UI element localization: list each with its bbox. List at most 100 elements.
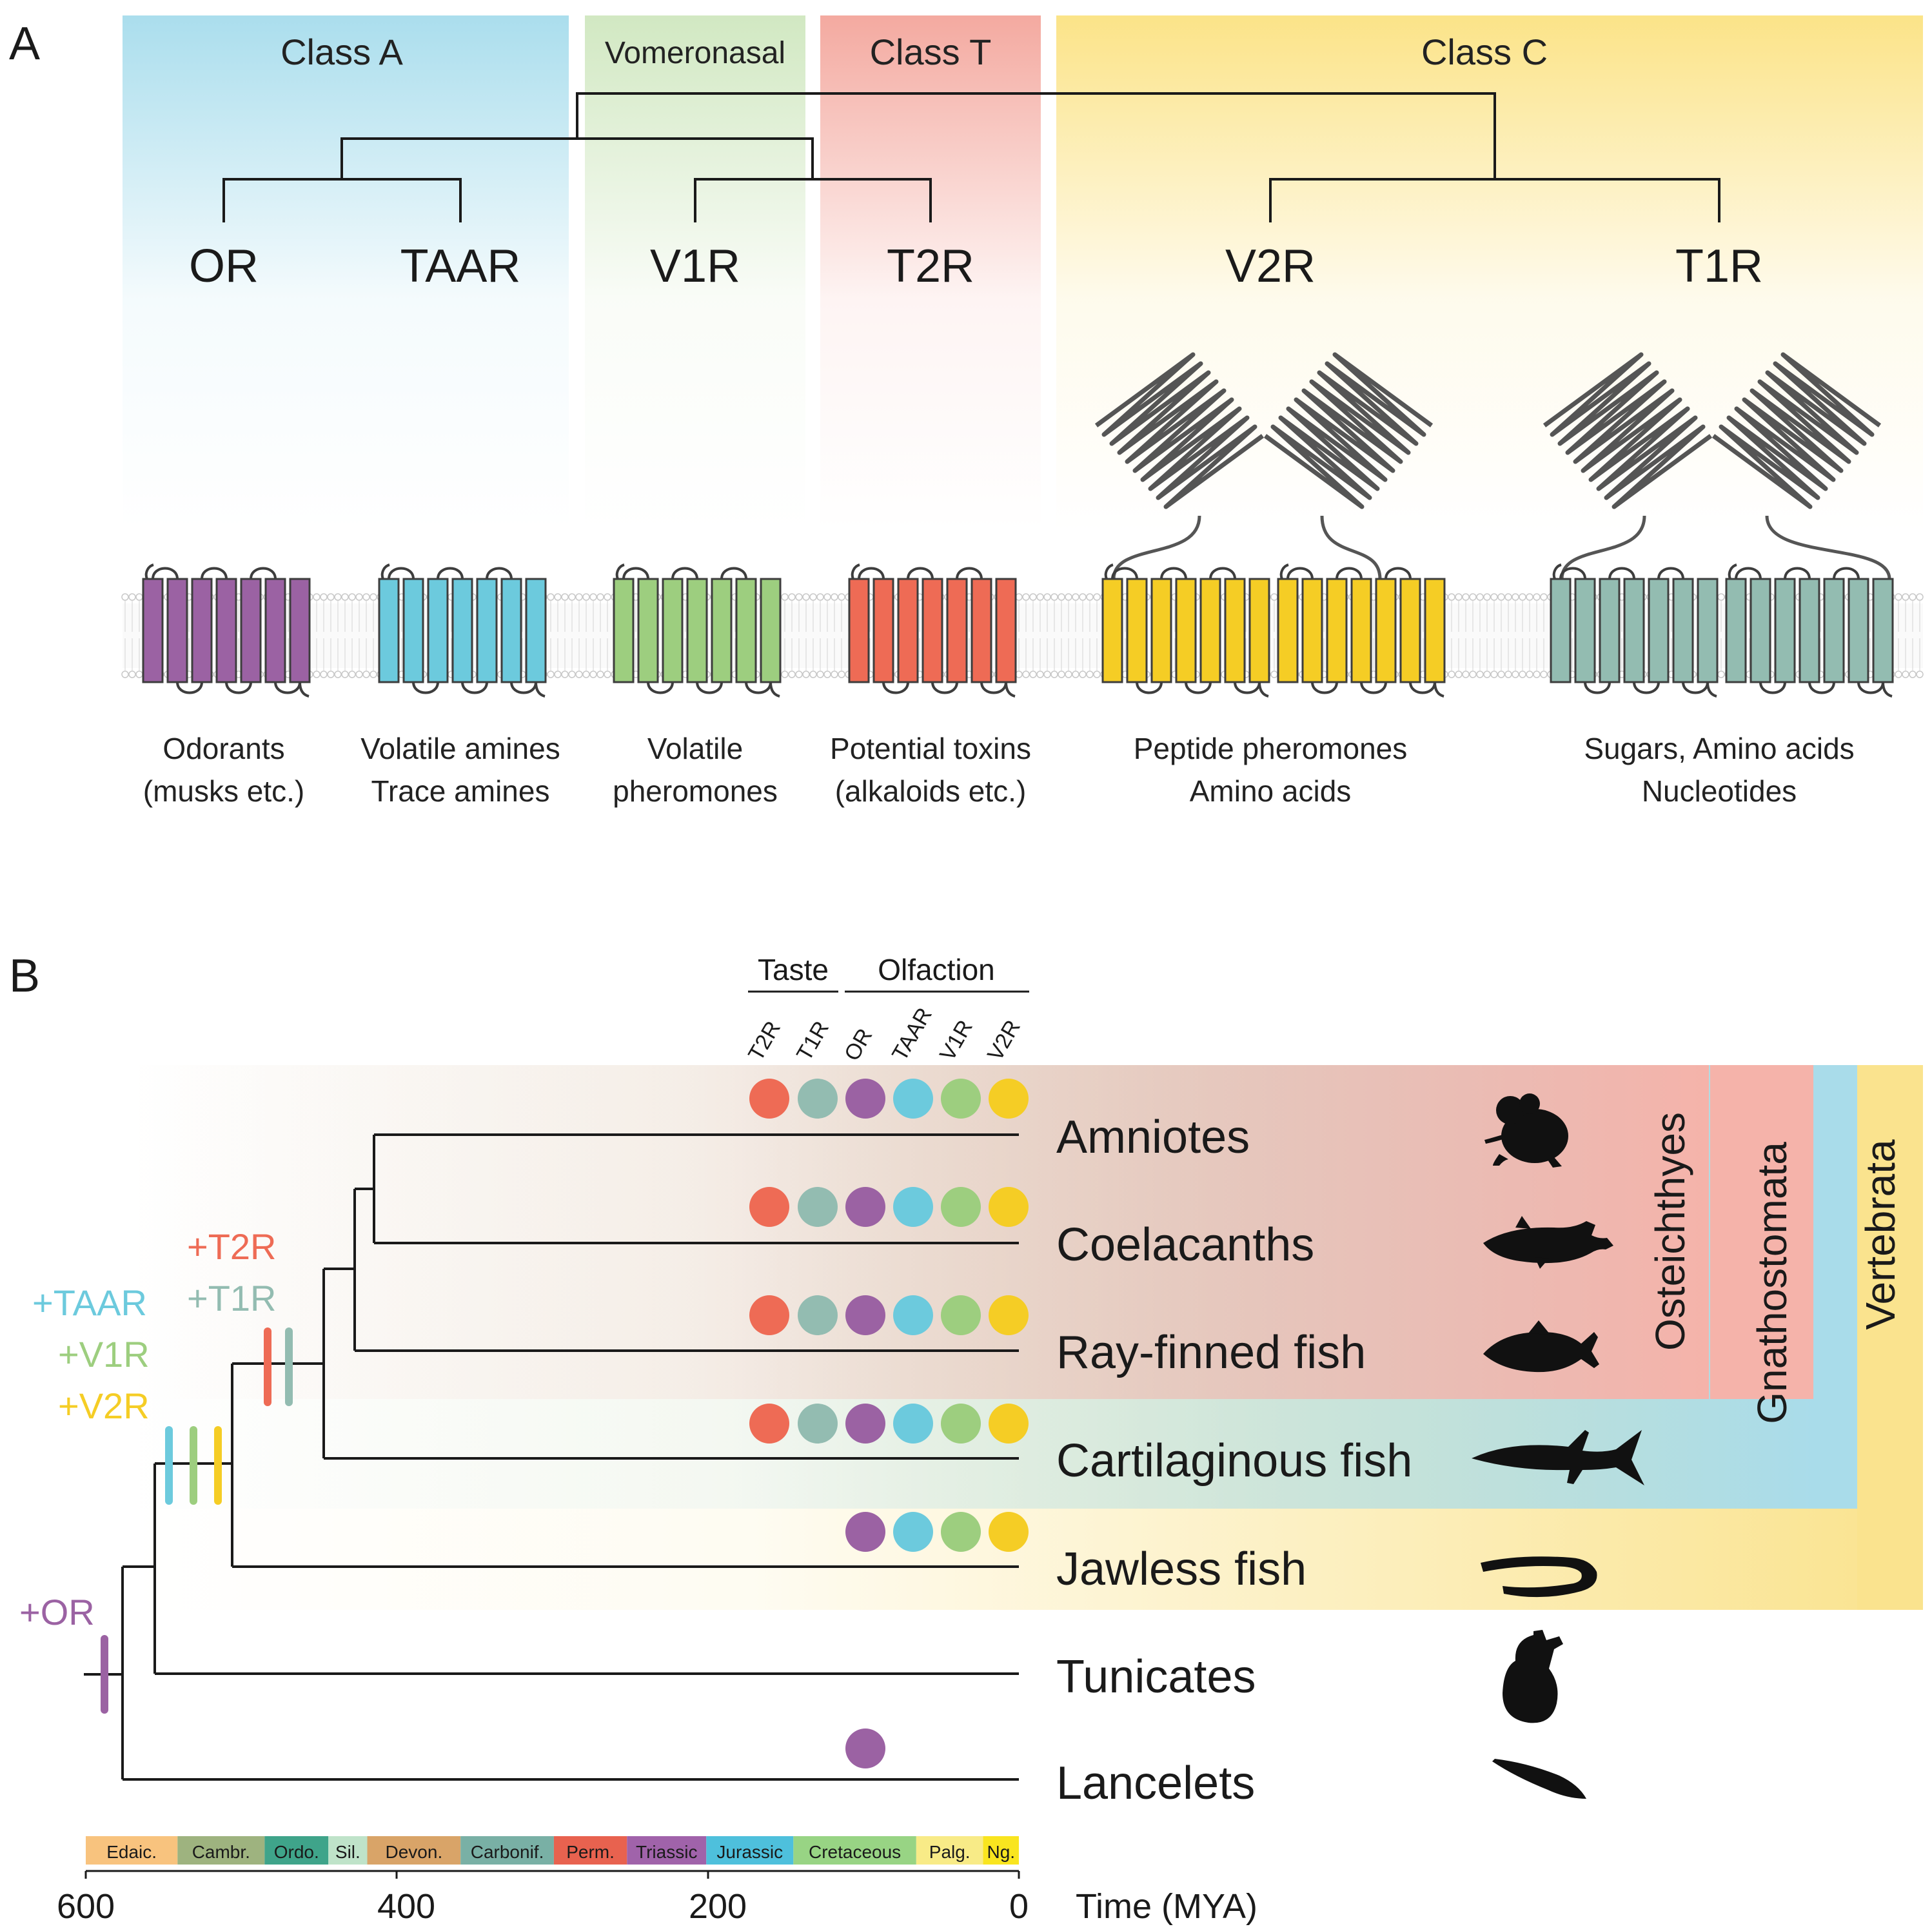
column-header-t2r: T2R (744, 1017, 785, 1065)
tm-loop (1111, 567, 1138, 580)
period-cretaceous (793, 1836, 916, 1865)
tm-loop (176, 681, 203, 694)
gain-t1r-label: +T1R (187, 1278, 277, 1318)
lipid-head (1519, 671, 1526, 678)
tm-helix (166, 578, 188, 683)
clade-gnathostomata-label: Gnathostomata (1749, 1142, 1795, 1424)
ligand-or-line1: Odorants (163, 732, 284, 765)
column-header-taar: TAAR (887, 1004, 937, 1065)
tm-loop (931, 681, 958, 694)
lipid-head (1079, 671, 1087, 678)
tm-loop (720, 567, 747, 580)
tm-loop (1808, 681, 1835, 694)
lipid-head (370, 671, 377, 678)
lipid-head (1497, 593, 1505, 601)
panel-a-label: A (9, 18, 40, 70)
dot-taar (893, 1079, 933, 1119)
v1r-receptor (613, 563, 782, 698)
tm-helix (613, 578, 635, 683)
lipid-head (788, 671, 796, 678)
lipid-head (327, 593, 335, 601)
v2r-vft-left (1094, 352, 1265, 509)
lipid-head (838, 671, 845, 678)
c-terminus (1005, 681, 1016, 698)
tm-helix (1326, 578, 1348, 683)
tm-loop (858, 567, 885, 580)
tm-loop (1584, 681, 1611, 694)
axis-tick-200: 200 (689, 1887, 747, 1926)
ligand-v2r-line1: Peptide pheromones (1134, 732, 1408, 765)
lipid-head (1022, 593, 1030, 601)
lipid-head (788, 593, 796, 601)
dot-or (845, 1079, 885, 1119)
dot-t1r (798, 1295, 838, 1335)
tm-helix (1725, 578, 1747, 683)
lipid-head (348, 671, 356, 678)
class-t-background (820, 15, 1041, 531)
lipid-head (823, 593, 831, 601)
transmembrane-receptors (142, 563, 1894, 698)
olfaction-header: Olfaction (878, 953, 995, 986)
taxon-ray-finned-fish: Ray-finned fish (1056, 1327, 1366, 1378)
c-terminus (1258, 681, 1269, 698)
lipid-head (831, 593, 838, 601)
period-label: Sil. (335, 1842, 360, 1862)
period-carbonif (460, 1836, 554, 1865)
osteichthyes-band (1710, 1065, 1813, 1399)
vft-linker (1112, 515, 1201, 580)
period-label: Triassic (636, 1842, 697, 1862)
dot-taar (893, 1404, 933, 1444)
panel-b-label: B (9, 950, 40, 1002)
gain-v1r-label: +V1R (58, 1334, 150, 1375)
gain-taar-label: +TAAR (32, 1282, 147, 1323)
vft-lobe (1094, 352, 1265, 509)
dot-t1r (798, 1079, 838, 1119)
lipid-head (561, 593, 569, 601)
lipid-head (1086, 671, 1094, 678)
lipid-head (1490, 593, 1498, 601)
tm-helix (872, 578, 894, 683)
taxon-lancelets: Lancelets (1056, 1758, 1255, 1809)
lipid-head (1448, 671, 1455, 678)
lipid-head (327, 671, 335, 678)
dot-t1r (798, 1187, 838, 1227)
c-terminus (1434, 681, 1444, 698)
tm-helix (922, 578, 943, 683)
lipid-head (575, 593, 583, 601)
tm-loop (1608, 567, 1635, 580)
tm-loop (1336, 567, 1363, 580)
lipid-head (1533, 593, 1541, 601)
tm-helix (1872, 578, 1894, 683)
vft-lobe (1543, 352, 1713, 509)
lipid-head (823, 671, 831, 678)
lipid-head (1036, 593, 1044, 601)
period-cambr (177, 1836, 265, 1865)
lipid-head (802, 671, 810, 678)
t2r-receptor (848, 563, 1017, 698)
lipid-head (809, 593, 817, 601)
axis-tick-0: 0 (1009, 1887, 1029, 1926)
lipid-head (1469, 593, 1477, 601)
tm-loop (1385, 567, 1412, 580)
period-label: Ordo. (274, 1842, 319, 1862)
tm-helix (1199, 578, 1221, 683)
lipid-head (1476, 593, 1484, 601)
tm-helix (476, 578, 498, 683)
tm-helix (1823, 578, 1845, 683)
period-label: Edaic. (106, 1842, 157, 1862)
tm-helix (142, 578, 164, 683)
c-terminus (1882, 681, 1893, 698)
lipid-head (1072, 593, 1079, 601)
tm-helix (1375, 578, 1397, 683)
tm-loop (1209, 567, 1236, 580)
lipid-head (802, 593, 810, 601)
ligand-v1r-line2: pheromones (613, 774, 778, 808)
lipid-head (1079, 593, 1087, 601)
lipid-head (1483, 593, 1491, 601)
lipid-head (1717, 593, 1725, 601)
lipid-head (128, 593, 136, 601)
lipid-head (313, 671, 320, 678)
lipid-head (341, 593, 349, 601)
